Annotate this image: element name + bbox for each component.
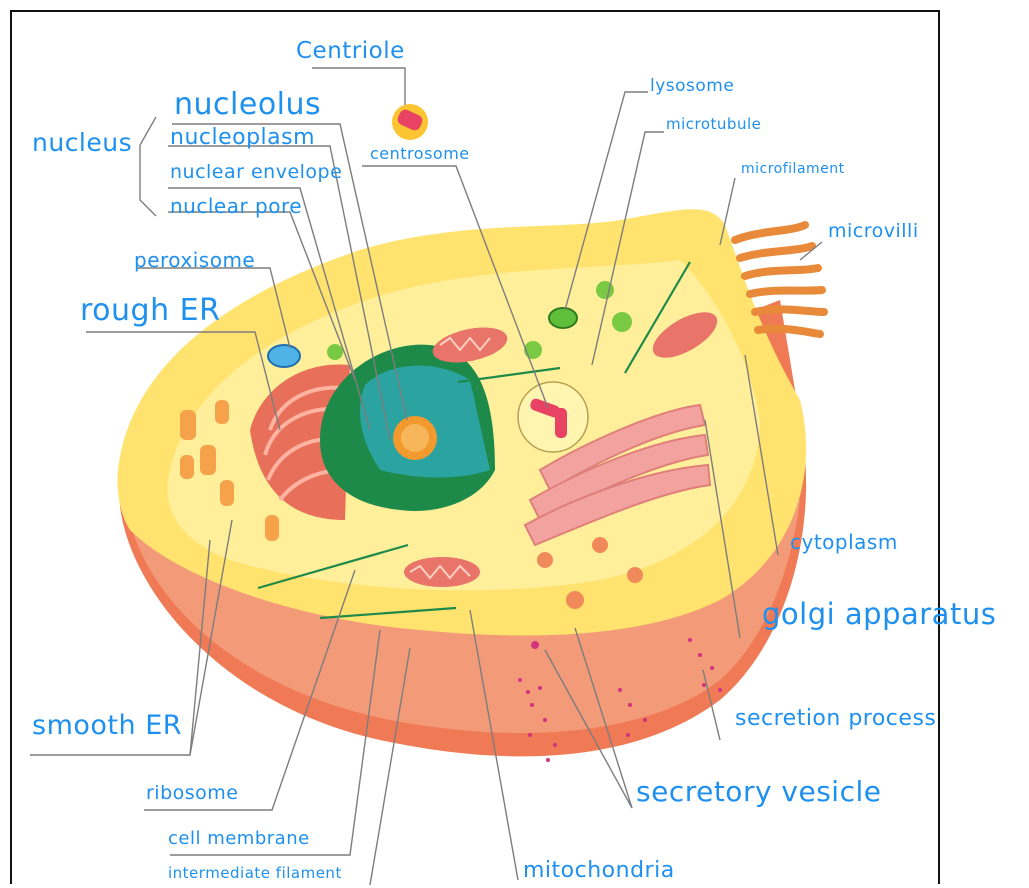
golgi-shape (523, 403, 712, 547)
label-peroxisome: peroxisome (134, 248, 256, 272)
golgi-vesicles (537, 537, 643, 609)
label-nuclear-envelope: nuclear envelope (170, 161, 343, 183)
label-nucleolus: nucleolus (174, 87, 322, 122)
label-intermediate-filament: intermediate filament (168, 864, 342, 882)
label-centrosome: centrosome (370, 144, 470, 163)
diagram-frame (10, 10, 940, 884)
label-smooth-er: smooth ER (32, 710, 183, 741)
label-rough-er: rough ER (80, 293, 221, 328)
peroxisome-shape (267, 344, 301, 368)
label-ribosome: ribosome (146, 782, 239, 804)
label-nuclear-pore: nuclear pore (170, 194, 303, 218)
label-nucleoplasm: nucleoplasm (170, 125, 316, 150)
label-nucleus: nucleus (32, 128, 133, 157)
lysosome-shape (548, 307, 578, 329)
leader-lines (30, 67, 823, 886)
label-cytoplasm: cytoplasm (790, 530, 898, 554)
secretion-dots (518, 638, 722, 762)
label-secretion-process: secretion process (735, 706, 937, 731)
mitochondria-shapes (404, 312, 718, 587)
nucleus-shape (320, 344, 495, 511)
label-secretory-vesicle: secretory vesicle (636, 775, 882, 808)
label-mitochondria: mitochondria (523, 858, 675, 883)
smooth-er-shape (180, 400, 279, 541)
centriole-icon (392, 104, 428, 140)
label-microtubule: microtubule (666, 115, 762, 133)
centrosome-shape (517, 381, 589, 453)
vesicle-shapes (327, 281, 632, 360)
label-microfilament: microfilament (741, 161, 845, 177)
microvilli-shapes (731, 221, 828, 338)
label-microvilli: microvilli (828, 220, 919, 242)
label-centriole: Centriole (296, 38, 405, 64)
label-golgi-apparatus: golgi apparatus (762, 597, 997, 631)
cytoskeleton-lines (257, 261, 691, 620)
label-lysosome: lysosome (650, 76, 735, 96)
label-cell-membrane: cell membrane (168, 828, 310, 849)
